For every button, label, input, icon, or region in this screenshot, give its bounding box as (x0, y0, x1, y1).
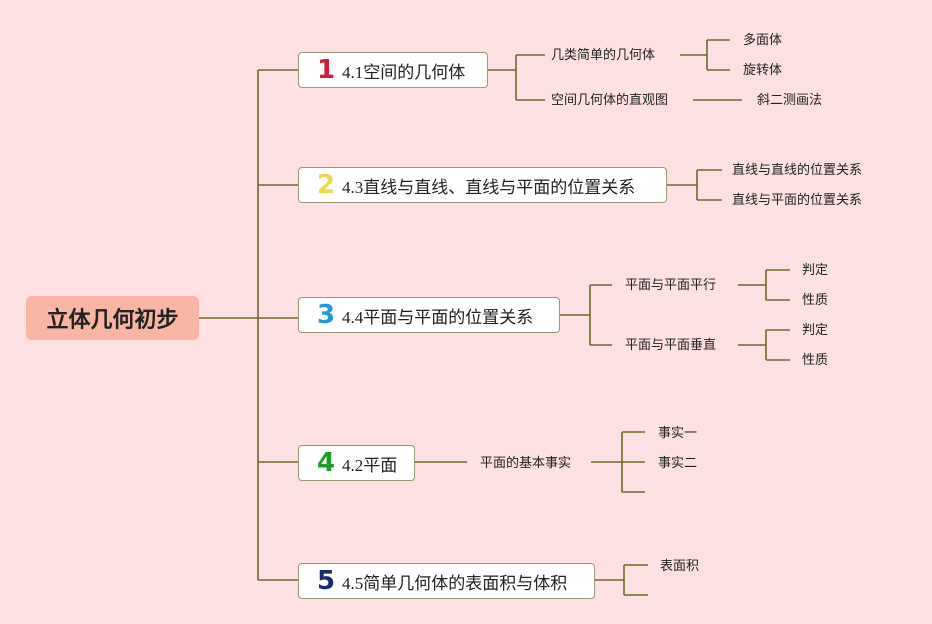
branch-node-4-2[interactable]: 4 4.2平面 (298, 445, 415, 481)
branch-node-4-1[interactable]: 1 4.1空间的几何体 (298, 52, 488, 88)
subtopic-node[interactable]: 空间几何体的直观图 (551, 93, 669, 108)
root-node[interactable]: 立体几何初步 (26, 296, 199, 340)
leaf-node[interactable]: 事实一 (658, 426, 698, 441)
branch-node-4-3[interactable]: 2 4.3直线与直线、直线与平面的位置关系 (298, 167, 667, 203)
branch-title: 4.5简单几何体的表面积与体积 (342, 573, 568, 593)
leaf-node[interactable]: 判定 (802, 263, 829, 278)
subtopic-node[interactable]: 表面积 (660, 559, 700, 574)
subtopic-node[interactable]: 直线与直线的位置关系 (732, 163, 863, 178)
number-badge: 3 (316, 300, 336, 330)
branch-title: 4.3直线与直线、直线与平面的位置关系 (342, 177, 636, 197)
leaf-node[interactable]: 性质 (802, 293, 829, 308)
subtopic-node[interactable]: 平面的基本事实 (480, 456, 572, 471)
leaf-node[interactable]: 判定 (802, 323, 829, 338)
subtopic-node[interactable]: 直线与平面的位置关系 (732, 193, 863, 208)
leaf-node[interactable]: 旋转体 (743, 63, 783, 78)
leaf-node[interactable]: 斜二测画法 (757, 93, 823, 108)
subtopic-node[interactable]: 平面与平面平行 (625, 278, 717, 293)
leaf-node[interactable]: 性质 (802, 353, 829, 368)
number-badge: 4 (316, 448, 336, 478)
branch-title: 4.4平面与平面的位置关系 (342, 307, 534, 327)
number-badge: 2 (316, 170, 336, 200)
branch-title: 4.1空间的几何体 (342, 62, 466, 82)
branch-title: 4.2平面 (342, 455, 398, 475)
leaf-node[interactable]: 多面体 (743, 33, 783, 48)
number-badge: 5 (316, 566, 336, 596)
subtopic-node[interactable]: 几类简单的几何体 (551, 48, 656, 63)
branch-node-4-4[interactable]: 3 4.4平面与平面的位置关系 (298, 297, 560, 333)
branch-node-4-5[interactable]: 5 4.5简单几何体的表面积与体积 (298, 563, 595, 599)
number-badge: 1 (316, 55, 336, 85)
subtopic-node[interactable]: 平面与平面垂直 (625, 338, 717, 353)
leaf-node[interactable]: 事实二 (658, 456, 698, 471)
